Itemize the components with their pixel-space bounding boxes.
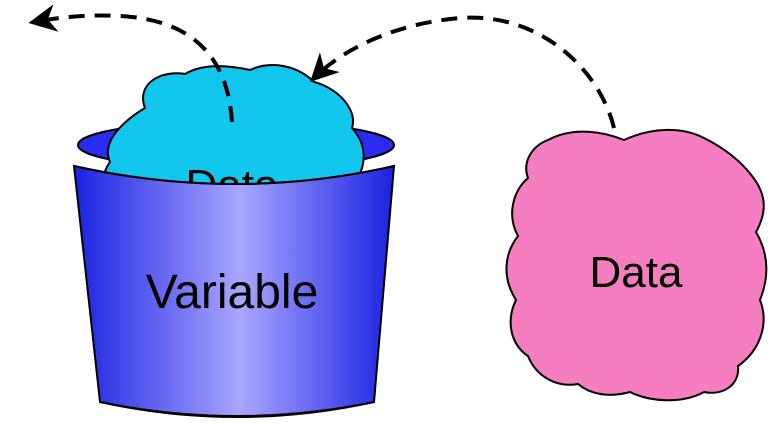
bucket-rim-front [73,165,395,185]
old-data-blob: Data [103,64,365,210]
variable-label: Variable [146,266,319,319]
arrow-into-variable [310,15,616,129]
arrow-out-of-variable [28,4,234,123]
new-data-label: Data [590,248,683,297]
new-data-blob [505,129,768,402]
bucket-bottom [99,401,375,418]
old-data-label: Data [186,161,279,210]
